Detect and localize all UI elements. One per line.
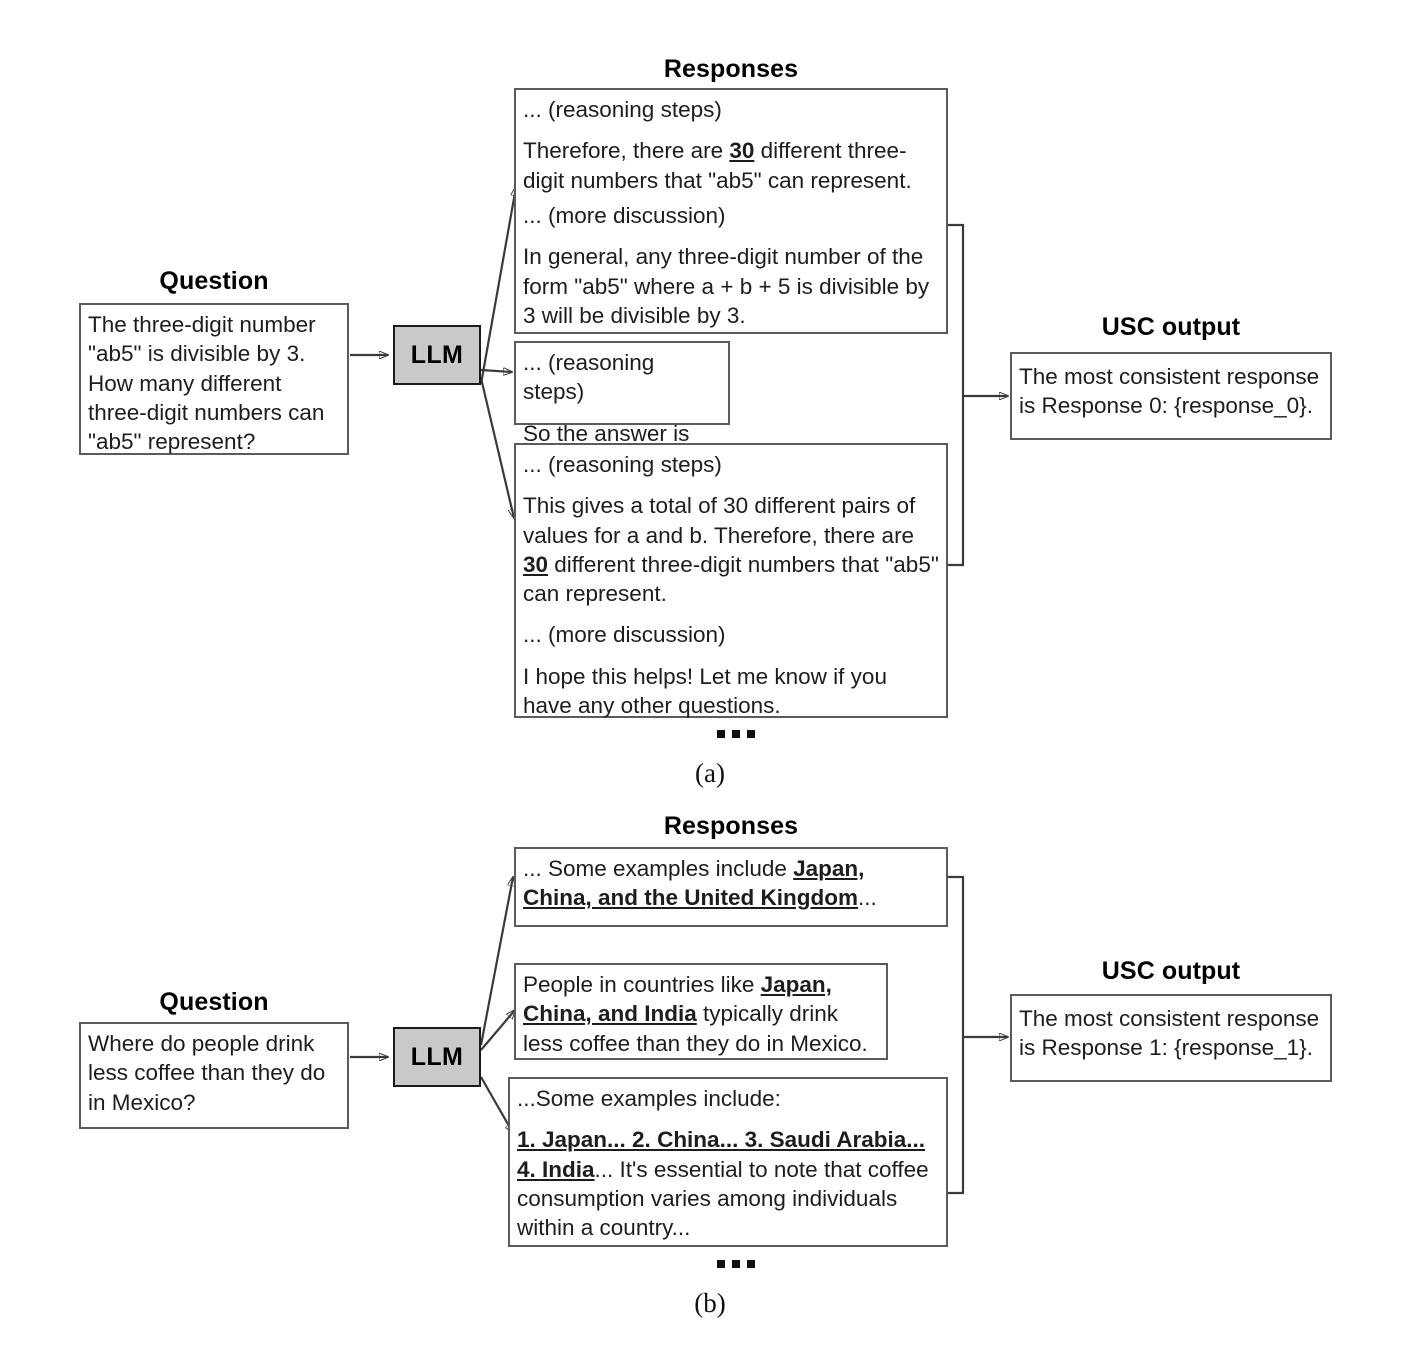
response-a2-line-1: ... (reasoning steps)	[523, 452, 722, 477]
response-box-b-1[interactable]: People in countries like Japan, China, a…	[514, 963, 888, 1060]
question-heading-a: Question	[159, 267, 269, 295]
panel-caption-b: (b)	[694, 1288, 726, 1318]
responses-heading-a: Responses	[663, 55, 799, 83]
highlight-answer: 1. Japan... 2. China... 3. Saudi Arabia.…	[517, 1127, 926, 1182]
response-b2-line-2: 1. Japan... 2. China... 3. Saudi Arabia.…	[517, 1127, 929, 1240]
response-a0-line-4: In general, any three-digit number of th…	[523, 244, 930, 328]
panel-caption-a: (a)	[695, 758, 725, 788]
response-box-b-2[interactable]: ...Some examples include: 1. Japan... 2.…	[508, 1077, 948, 1247]
highlight-answer: Japan, China, and India	[523, 972, 832, 1027]
llm-node-b[interactable]: LLM	[393, 1027, 481, 1087]
response-a0-line-2: Therefore, there are 30 different three-…	[523, 138, 912, 193]
question-box-b[interactable]: Where do people drink less coffee than t…	[79, 1022, 349, 1129]
llm-label: LLM	[410, 340, 464, 369]
response-b0-line-1: ... Some examples include Japan, China, …	[523, 856, 877, 911]
question-text-b: Where do people drink less coffee than t…	[88, 1031, 326, 1115]
usc-output-box-b[interactable]: The most consistent response is Response…	[1010, 994, 1332, 1082]
response-a2-line-3: ... (more discussion)	[523, 622, 726, 648]
response-a2-line-2: This gives a total of 30 different pairs…	[523, 493, 939, 606]
response-b2-line-1: ...Some examples include:	[517, 1086, 781, 1111]
more-responses-indicator-b	[717, 1260, 755, 1268]
highlight-answer: Japan, China, and the United Kingdom	[523, 856, 865, 911]
question-heading-b: Question	[159, 988, 269, 1016]
response-box-a-1[interactable]: ... (reasoning steps) So the answer is 3…	[514, 341, 730, 475]
usc-output-box-a[interactable]: The most consistent response is Response…	[1010, 352, 1332, 440]
arrow-llm-to-response-a3	[479, 377, 514, 518]
responses-heading-b: Responses	[663, 812, 799, 840]
response-box-a-2[interactable]: ... (reasoning steps) This gives a total…	[514, 443, 948, 718]
response-box-b-0[interactable]: ... Some examples include Japan, China, …	[514, 847, 948, 927]
more-responses-indicator-a	[717, 730, 755, 738]
arrow-llm-to-response-b2	[480, 1010, 515, 1051]
arrow-llm-to-response-b1	[479, 877, 513, 1046]
usc-output-text-b: The most consistent response is Response…	[1019, 1006, 1320, 1061]
usc-output-heading-a: USC output	[1101, 313, 1241, 341]
arrow-llm-to-response-a1	[479, 187, 516, 385]
question-box-a[interactable]: The three-digit number "ab5" is divisibl…	[79, 303, 349, 455]
usc-output-heading-b: USC output	[1101, 957, 1241, 985]
arrow-llm-to-response-a2	[480, 370, 512, 372]
response-a0-line-1: ... (reasoning steps)	[523, 97, 722, 122]
llm-label: LLM	[410, 1042, 464, 1071]
aggregation-bracket-b	[947, 875, 965, 1195]
usc-output-text-a: The most consistent response is Response…	[1019, 364, 1320, 419]
highlight-answer: 30	[523, 551, 549, 577]
response-a0-line-3: ... (more discussion)	[523, 203, 726, 228]
response-b1-line-1: People in countries like Japan, China, a…	[523, 972, 868, 1056]
response-a2-line-4: I hope this helps! Let me know if you ha…	[523, 663, 887, 718]
response-a1-line-1: ... (reasoning steps)	[523, 350, 655, 405]
highlight-answer: 30	[729, 138, 755, 164]
aggregation-bracket-a	[947, 223, 965, 567]
llm-node-a[interactable]: LLM	[393, 325, 481, 385]
question-text-a: The three-digit number "ab5" is divisibl…	[88, 312, 325, 454]
response-box-a-0-cont[interactable]: ... (more discussion) In general, any th…	[514, 196, 948, 334]
